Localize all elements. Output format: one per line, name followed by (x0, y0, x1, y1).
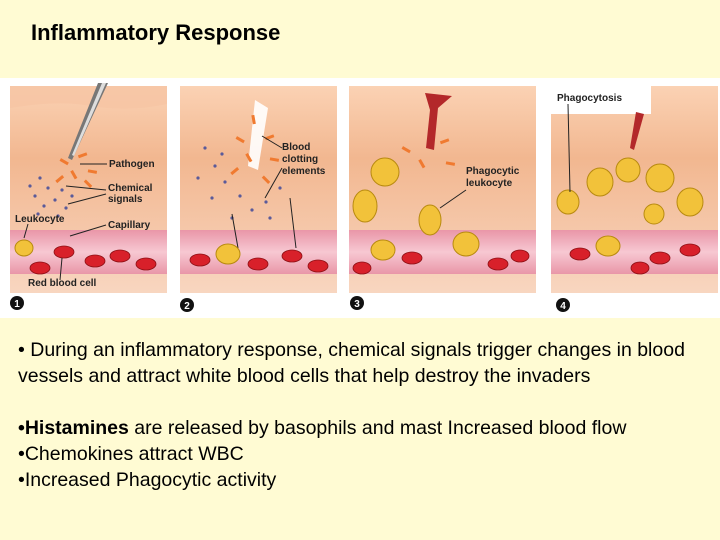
chemical-signals (196, 146, 282, 220)
intro-paragraph: • During an inflammatory response, chemi… (18, 339, 685, 387)
inflammatory-response-figure: Pathogen Chemical signals Leukocyte Capi… (0, 78, 720, 318)
label-leukocyte: Leukocyte (15, 214, 65, 225)
histamines-text: are released by basophils and mast Incre… (128, 417, 627, 439)
wound-gap (248, 100, 268, 170)
red-blood-cells (352, 249, 530, 275)
label-leukocyte-2: leukocyte (466, 178, 513, 189)
pathogens (55, 152, 98, 188)
step-badge-3 (350, 296, 364, 310)
panel-2: Blood clotting elements (180, 86, 337, 293)
bullet-phagocytic: •Increased Phagocytic activity (18, 469, 277, 491)
panel-1: Pathogen Chemical signals Leukocyte Capi… (10, 83, 167, 293)
step-4: 4 (560, 301, 566, 312)
pathogens (230, 114, 280, 184)
red-blood-cells (189, 249, 329, 273)
step-badge-4 (556, 298, 570, 312)
chemical-signals (28, 176, 74, 218)
step-1: 1 (14, 299, 20, 310)
phagocytic-leukocytes (556, 157, 704, 257)
label-phagocytosis: Phagocytosis (557, 93, 622, 104)
bullet-chemokines: •Chemokines attract WBC (18, 443, 244, 465)
red-blood-cells (29, 245, 157, 275)
body-text: • During an inflammatory response, chemi… (18, 337, 714, 493)
phagocytic-leukocytes (352, 157, 480, 261)
leukocyte-cell (14, 239, 34, 257)
pathogens (401, 138, 456, 169)
step-2: 2 (184, 301, 190, 312)
panel-3: Phagocytic leukocyte (349, 86, 536, 293)
bullet-histamines: •Histamines are released by basophils an… (18, 415, 714, 441)
label-elements: elements (282, 166, 326, 177)
wound-clot (425, 93, 452, 150)
step-badge-2 (180, 298, 194, 312)
label-signals: signals (108, 194, 143, 205)
figure-svg: Pathogen Chemical signals Leukocyte Capi… (10, 83, 718, 312)
label-red-blood-cell: Red blood cell (28, 278, 97, 289)
leukocyte-cell (215, 243, 241, 265)
label-chemical: Chemical (108, 183, 153, 194)
wound-healing (630, 112, 644, 150)
step-badge-1 (10, 296, 24, 310)
red-blood-cells (569, 243, 701, 275)
label-pathogen: Pathogen (109, 159, 155, 170)
label-capillary: Capillary (108, 220, 151, 231)
label-blood: Blood (282, 142, 310, 153)
step-3: 3 (354, 299, 360, 310)
label-phagocytic: Phagocytic (466, 166, 520, 177)
step-badges: 1 2 3 4 (10, 296, 570, 312)
label-clotting: clotting (282, 154, 318, 165)
slide-title: Inflammatory Response (31, 20, 281, 45)
panel-4: Phagocytosis (551, 86, 718, 293)
histamines-term: •Histamines (18, 417, 129, 439)
